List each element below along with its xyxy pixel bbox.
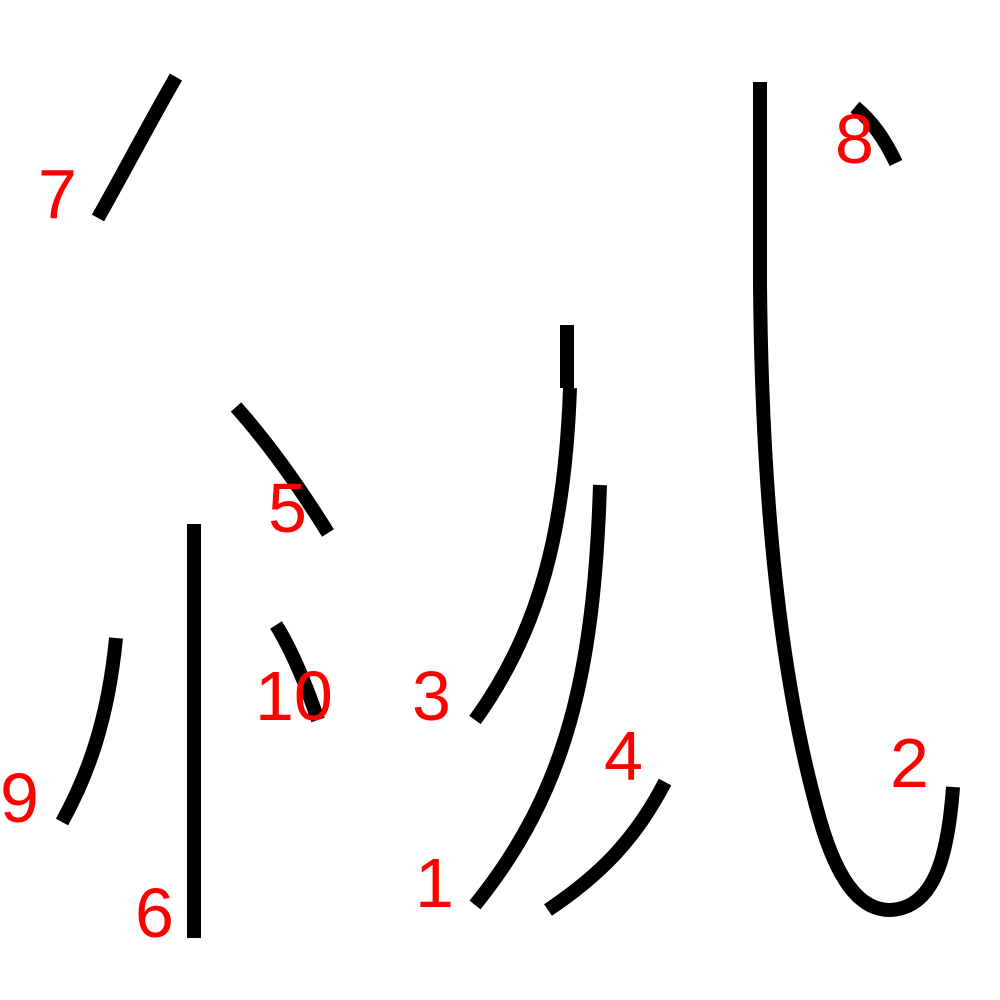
stroke-label-6: 6: [135, 874, 174, 952]
stroke-label-1: 1: [415, 844, 454, 922]
stroke-10-path: [270, 621, 325, 723]
stroke-1-path: [469, 484, 607, 910]
stroke-label-7: 7: [38, 155, 77, 233]
stroke-9-path: [55, 637, 123, 826]
stroke-7-path: [91, 73, 183, 222]
stroke-label-2: 2: [890, 724, 929, 802]
stroke-3b-path: [469, 387, 577, 725]
stroke-labels: 1 2 3 4 5 6 7 8 9 10: [0, 100, 929, 952]
stroke-2-path: [753, 82, 960, 917]
stroke-label-3: 3: [412, 657, 451, 735]
stroke-label-8: 8: [835, 100, 874, 178]
stroke-label-4: 4: [604, 717, 643, 795]
stroke-paths: [55, 73, 960, 938]
stroke-8-path: [850, 101, 903, 167]
stroke-5-path: [230, 402, 334, 537]
stroke-label-10: 10: [255, 657, 333, 735]
stroke-label-5: 5: [268, 469, 307, 547]
stroke-label-9: 9: [0, 759, 39, 837]
stroke-4-path: [544, 778, 672, 916]
